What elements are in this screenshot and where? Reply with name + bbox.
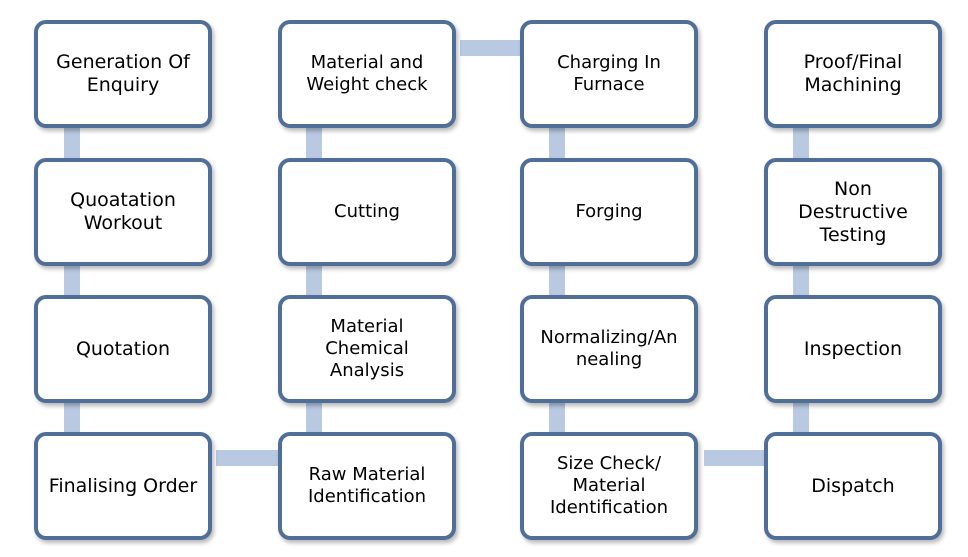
connector-size-check-to-dispatch xyxy=(704,450,766,466)
step-label: Inspection xyxy=(803,337,903,360)
step-label: Charging In Furnace xyxy=(557,52,661,95)
step-material-weight-check: Material and Weight check xyxy=(278,20,456,128)
step-raw-material-identification: Raw Material Identification xyxy=(278,432,456,540)
step-generation-of-enquiry: Generation Of Enquiry xyxy=(34,20,212,128)
step-cutting: Cutting xyxy=(278,158,456,266)
step-label: Material and Weight check xyxy=(306,52,428,95)
step-size-check-material-identification: Size Check/ Material Identification xyxy=(520,432,698,540)
connector-col2-2-3 xyxy=(306,266,322,296)
step-non-destructive-testing: Non Destructive Testing xyxy=(764,158,942,266)
connector-col3-3-4 xyxy=(549,403,565,433)
step-material-chemical-analysis: Material Chemical Analysis xyxy=(278,295,456,403)
step-label: Quoatation Workout xyxy=(70,189,176,234)
step-label: Forging xyxy=(575,201,643,222)
step-label: Quotation xyxy=(75,337,171,360)
connector-finalising-to-raw-material xyxy=(216,450,280,466)
step-label: Dispatch xyxy=(811,474,895,497)
step-dispatch: Dispatch xyxy=(764,432,942,540)
step-quotation: Quotation xyxy=(34,295,212,403)
connector-col3-2-3 xyxy=(549,266,565,296)
step-quotation-workout: Quoatation Workout xyxy=(34,158,212,266)
step-label: Material Chemical Analysis xyxy=(325,316,409,381)
step-label: Size Check/ Material Identification xyxy=(549,453,669,518)
step-label: Normalizing/An nealing xyxy=(540,327,678,370)
connector-col4-3-4 xyxy=(793,403,809,433)
step-label: Raw Material Identification xyxy=(307,464,427,507)
step-label: Generation Of Enquiry xyxy=(56,51,190,96)
step-charging-in-furnace: Charging In Furnace xyxy=(520,20,698,128)
step-inspection: Inspection xyxy=(764,295,942,403)
connector-col1-2-3 xyxy=(64,266,80,296)
step-label: Proof/Final Machining xyxy=(803,51,903,96)
step-finalising-order: Finalising Order xyxy=(34,432,212,540)
step-proof-final-machining: Proof/Final Machining xyxy=(764,20,942,128)
connector-col3-1-2 xyxy=(549,128,565,158)
connector-col1-1-2 xyxy=(64,128,80,158)
step-forging: Forging xyxy=(520,158,698,266)
connector-col2-1-2 xyxy=(306,128,322,158)
step-label: Finalising Order xyxy=(48,474,198,497)
connector-col2-3-4 xyxy=(306,403,322,433)
connector-col4-1-2 xyxy=(793,128,809,158)
connector-col1-3-4 xyxy=(64,403,80,433)
step-label: Cutting xyxy=(334,201,400,222)
connector-col4-2-3 xyxy=(793,266,809,296)
connector-material-weight-to-charging xyxy=(460,40,522,56)
step-label: Non Destructive Testing xyxy=(798,177,908,246)
step-normalizing-annealing: Normalizing/An nealing xyxy=(520,295,698,403)
